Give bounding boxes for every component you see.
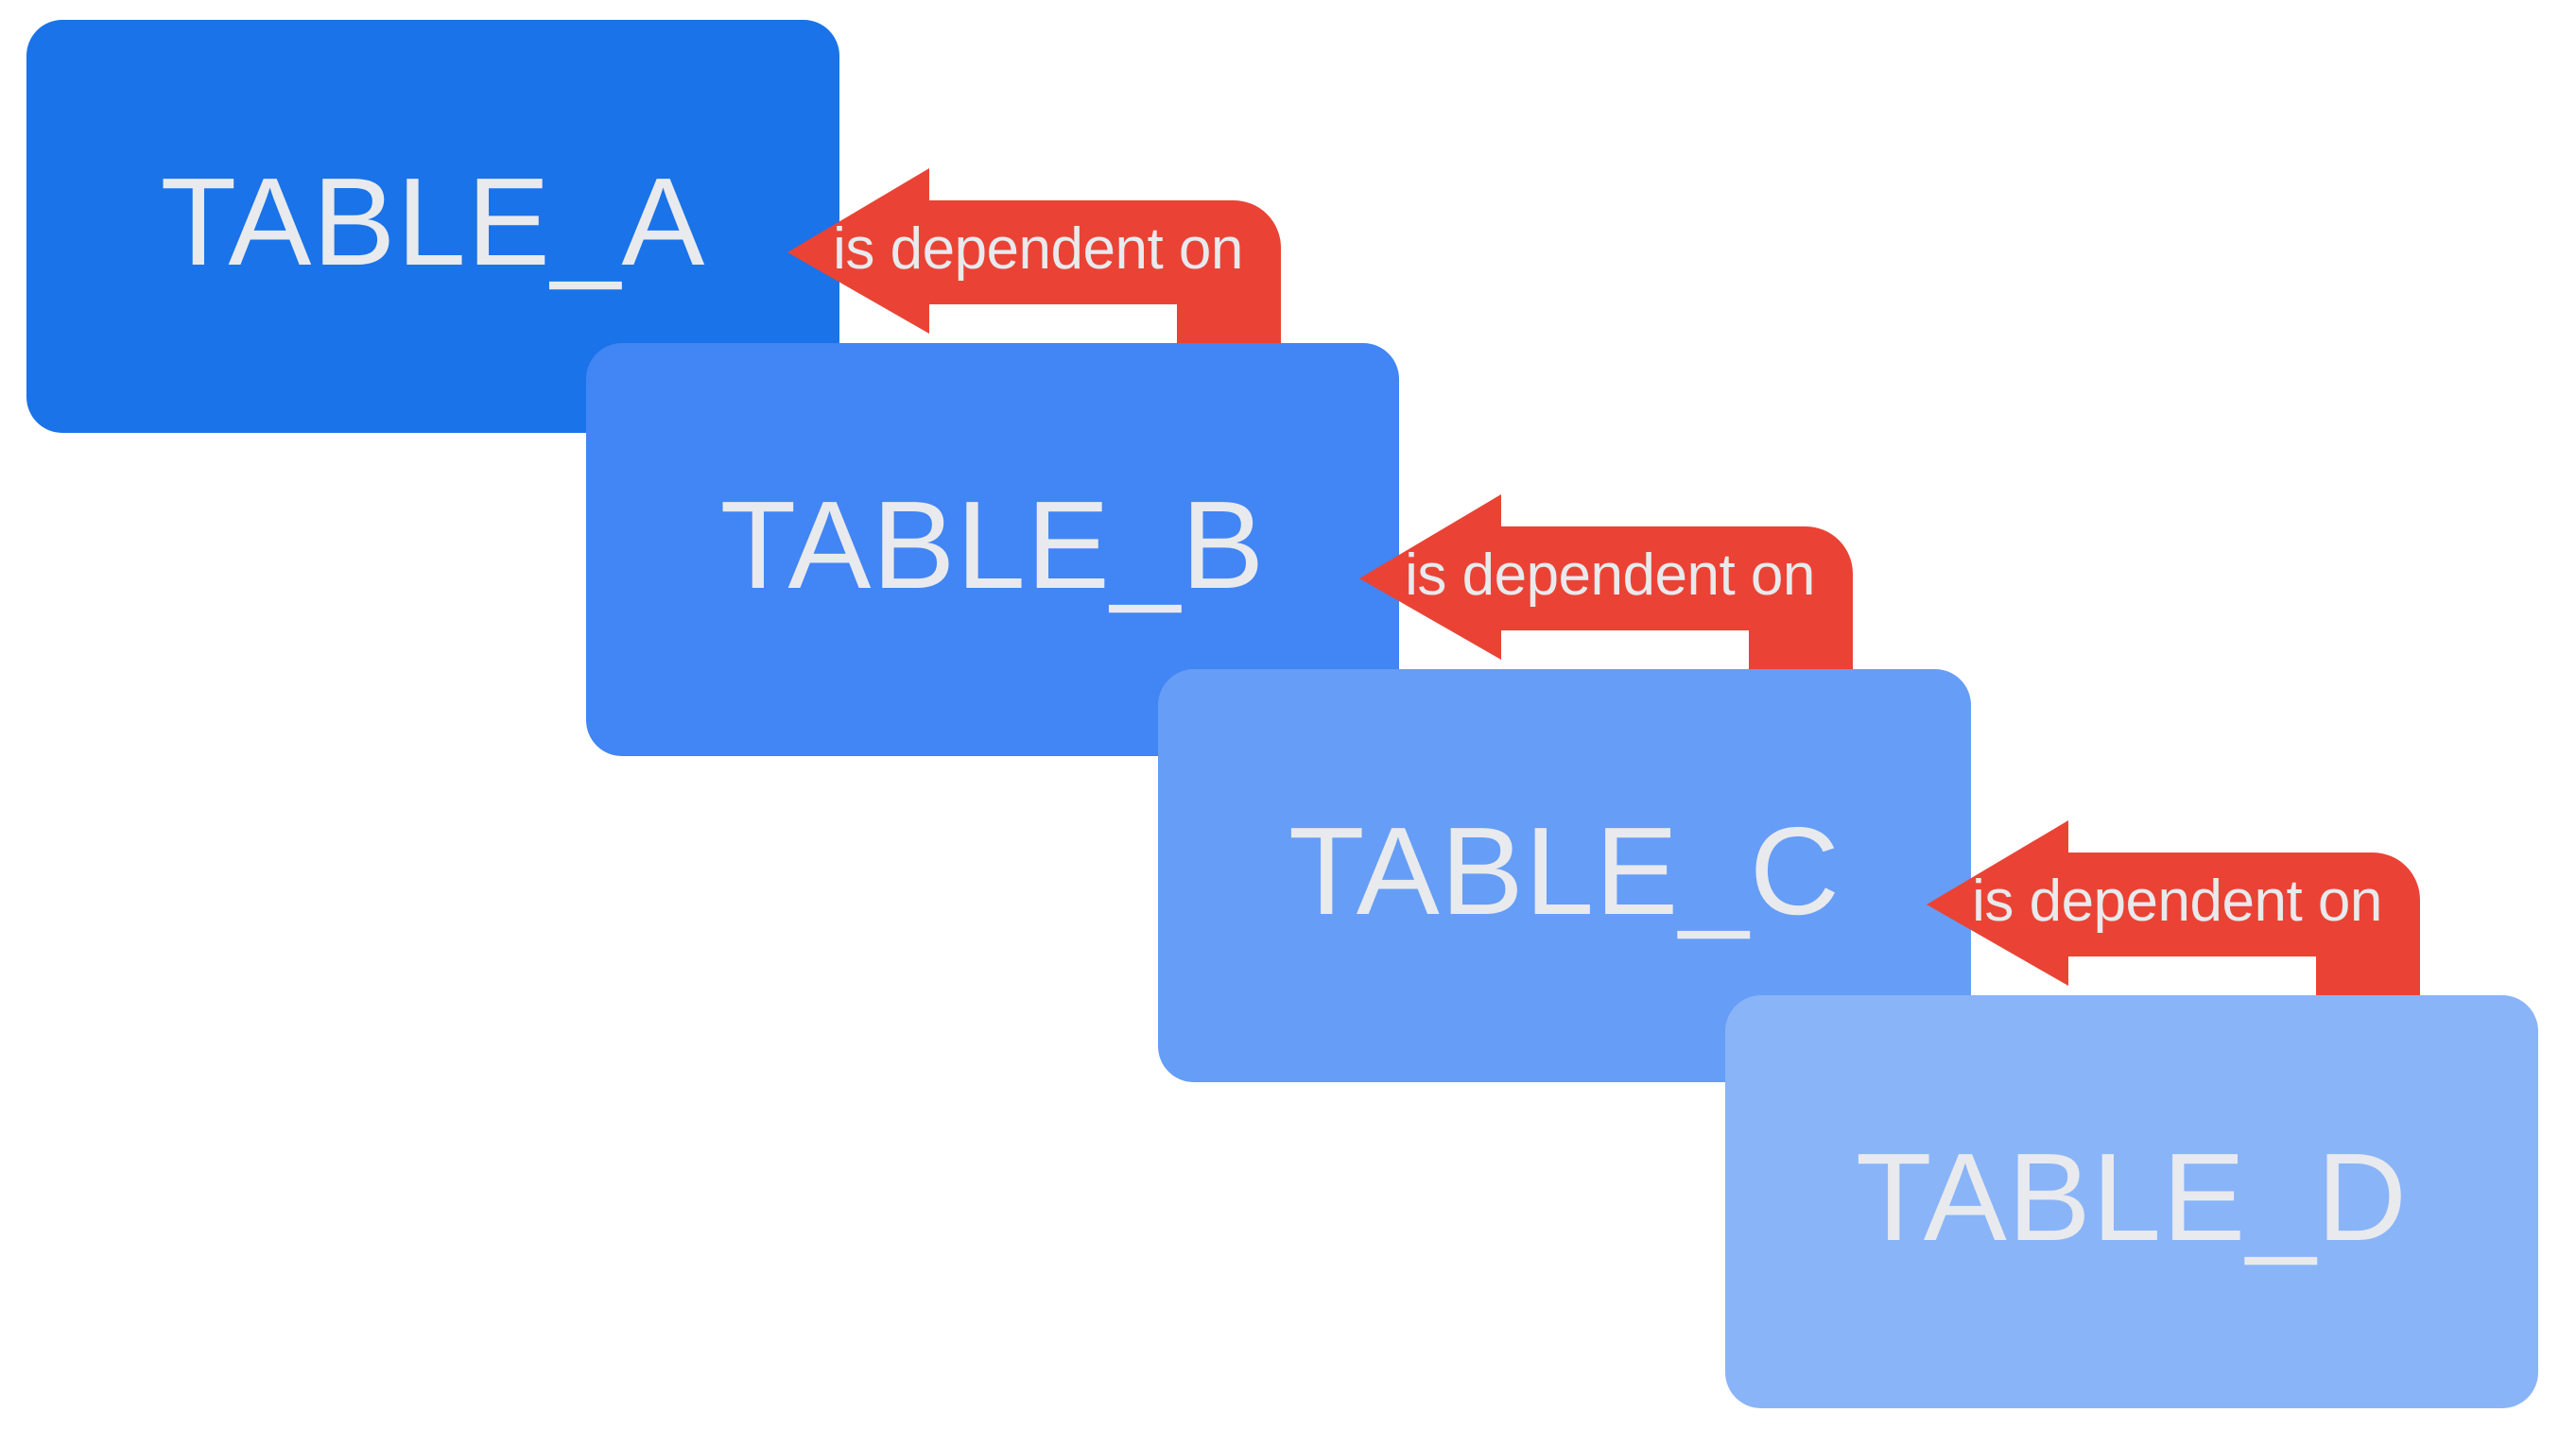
table-a-box: TABLE_A <box>26 20 839 433</box>
table-c-label: TABLE_C <box>1288 801 1841 940</box>
arrow-shape <box>787 168 1281 354</box>
table-d-box: TABLE_D <box>1725 995 2538 1408</box>
table-a-label: TABLE_A <box>160 151 706 291</box>
arrow-label: is dependent on <box>1972 869 2382 934</box>
table-d-label: TABLE_D <box>1855 1127 2409 1266</box>
dependency-arrow-c-to-b: is dependent on <box>1359 494 1853 681</box>
dependency-arrow-d-to-c: is dependent on <box>1927 820 2420 1007</box>
arrow-shape <box>1927 820 2420 1007</box>
table-b-label: TABLE_B <box>719 474 1266 614</box>
dependency-arrow-b-to-a: is dependent on <box>787 168 1281 354</box>
arrow-shape <box>1359 494 1853 681</box>
arrow-label: is dependent on <box>833 216 1243 282</box>
arrow-label: is dependent on <box>1405 543 1815 608</box>
